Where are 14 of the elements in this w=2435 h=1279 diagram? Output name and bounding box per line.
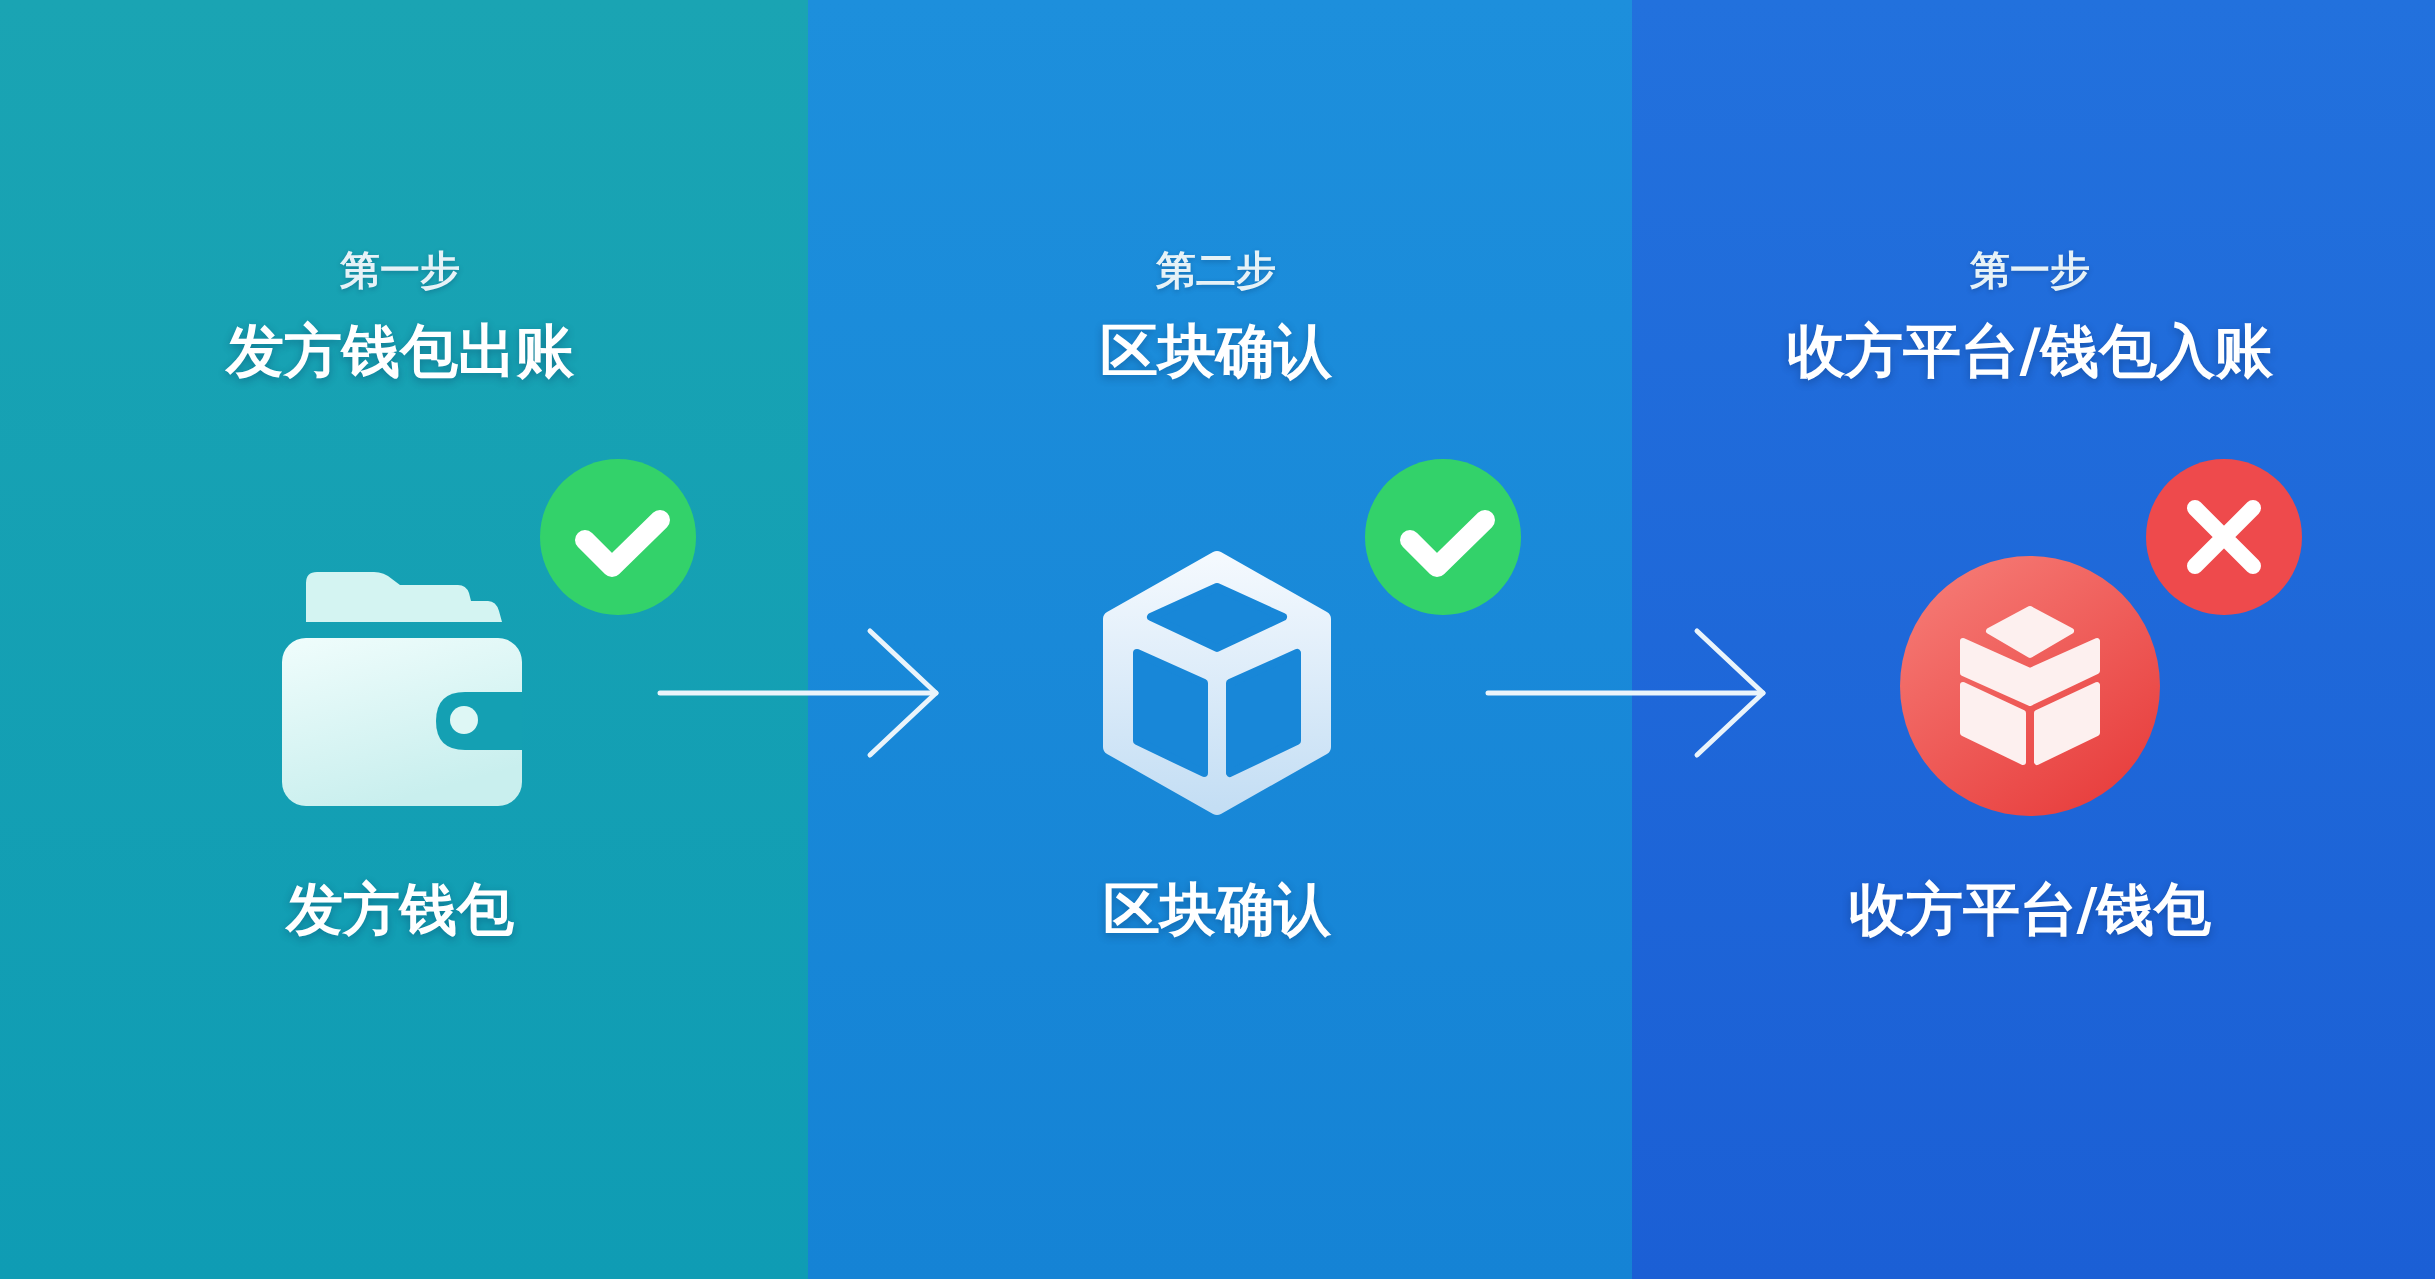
arrow (657, 628, 939, 758)
step-label: 第一步 (1970, 246, 2090, 294)
step-title: 收方平台/钱包入账 (1787, 317, 2273, 387)
node-label: 收方平台/钱包 (1848, 874, 2212, 944)
column-panel (1632, 0, 2435, 1279)
column-panel (808, 0, 1632, 1279)
node-label: 发方钱包 (286, 874, 514, 944)
column-panel (0, 0, 808, 1279)
step-label: 第一步 (340, 246, 460, 294)
step-label: 第二步 (1156, 246, 1276, 294)
step-title: 区块确认 (1100, 317, 1332, 387)
node-label: 区块确认 (1103, 874, 1331, 944)
arrow (1485, 628, 1766, 758)
step-title: 发方钱包出账 (226, 317, 574, 387)
